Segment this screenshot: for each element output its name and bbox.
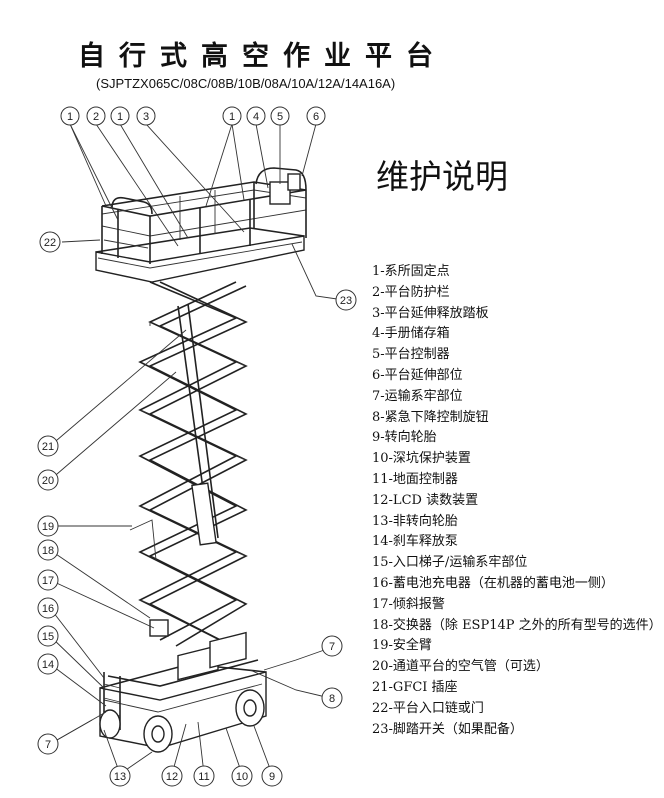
callout-label: 7 bbox=[329, 641, 335, 653]
callout-label: 9 bbox=[269, 771, 275, 783]
callout-label: 22 bbox=[44, 237, 56, 249]
callout-marker: 15 bbox=[37, 625, 59, 647]
callout-marker: 1 bbox=[60, 106, 80, 126]
legend-item: 23-脚踏开关（如果配备） bbox=[372, 721, 523, 737]
callout-label: 8 bbox=[329, 693, 335, 705]
legend-item: 21-GFCI 插座 bbox=[372, 679, 458, 695]
legend-item: 18-交换器（除 ESP14P 之外的所有型号的选件） bbox=[372, 617, 662, 633]
callout-label: 14 bbox=[42, 659, 54, 671]
callout-label: 23 bbox=[340, 295, 352, 307]
callout-marker: 1 bbox=[110, 106, 130, 126]
callout-marker: 16 bbox=[37, 597, 59, 619]
callout-label: 5 bbox=[277, 111, 283, 123]
callout-marker: 9 bbox=[261, 765, 283, 787]
callout-label: 18 bbox=[42, 545, 54, 557]
callout-label: 13 bbox=[114, 771, 126, 783]
callout-marker: 7 bbox=[37, 733, 59, 755]
legend-item: 3-平台延伸释放踏板 bbox=[372, 305, 489, 321]
legend-item: 6-平台延伸部位 bbox=[372, 367, 463, 383]
legend-item: 9-转向轮胎 bbox=[372, 430, 437, 446]
callout-label: 21 bbox=[42, 441, 54, 453]
callout-marker: 19 bbox=[37, 515, 59, 537]
callout-marker: 13 bbox=[109, 765, 131, 787]
legend-item: 16-蓄电池充电器（在机器的蓄电池一侧） bbox=[372, 575, 614, 591]
callout-label: 17 bbox=[42, 575, 54, 587]
callout-marker: 10 bbox=[231, 765, 253, 787]
callout-markers: 1 2 1 3 1 4 5 6 22 23 21 20 19 18 17 16 … bbox=[37, 106, 357, 787]
callout-marker: 20 bbox=[37, 469, 59, 491]
legend-item: 11-地面控制器 bbox=[372, 471, 458, 487]
legend-item: 5-平台控制器 bbox=[372, 347, 450, 363]
callout-label: 20 bbox=[42, 475, 54, 487]
legend-item: 1-系所固定点 bbox=[372, 264, 450, 279]
callout-marker: 5 bbox=[270, 106, 290, 126]
legend-item: 2-平台防护栏 bbox=[372, 284, 450, 300]
callout-label: 4 bbox=[253, 111, 259, 123]
legend-item: 12-LCD 读数装置 bbox=[372, 492, 479, 508]
callout-label: 3 bbox=[143, 111, 149, 123]
legend-item: 4-手册储存箱 bbox=[372, 326, 450, 342]
model-list: (SJPTZX065C/08C/08B/10B/08A/10A/12A/14A1… bbox=[96, 76, 396, 91]
legend-item: 15-入口梯子/运输系牢部位 bbox=[372, 555, 528, 571]
callout-marker: 21 bbox=[37, 435, 59, 457]
callout-label: 7 bbox=[45, 739, 51, 751]
callout-marker: 23 bbox=[335, 289, 357, 311]
callout-label: 2 bbox=[93, 111, 99, 123]
callout-marker: 8 bbox=[321, 687, 343, 709]
legend-item: 10-深坑保护装置 bbox=[372, 451, 471, 467]
callout-label: 16 bbox=[42, 603, 54, 615]
scissor-lift-illustration bbox=[95, 167, 307, 753]
callout-marker: 7 bbox=[321, 635, 343, 657]
callout-marker: 3 bbox=[136, 106, 156, 126]
callout-label: 19 bbox=[42, 521, 54, 533]
legend-item: 8-紧急下降控制旋钮 bbox=[372, 409, 489, 425]
callout-label: 10 bbox=[236, 771, 248, 783]
callout-label: 1 bbox=[229, 111, 235, 123]
parts-legend: 1-系所固定点 2-平台防护栏 3-平台延伸释放踏板 4-手册储存箱 5-平台控… bbox=[372, 262, 662, 740]
legend-item: 17-倾斜报警 bbox=[372, 596, 445, 612]
legend-item: 7-运输系牢部位 bbox=[372, 388, 463, 404]
callout-marker: 12 bbox=[161, 765, 183, 787]
legend-item: 19-安全臂 bbox=[372, 638, 432, 654]
callout-marker: 22 bbox=[39, 231, 61, 253]
callout-marker: 17 bbox=[37, 569, 59, 591]
section-heading: 维护说明 bbox=[376, 157, 508, 196]
callout-marker: 14 bbox=[37, 653, 59, 675]
callout-label: 1 bbox=[67, 111, 73, 123]
legend-item: 22-平台入口链或门 bbox=[372, 700, 484, 716]
callout-marker: 1 bbox=[222, 106, 242, 126]
callout-label: 15 bbox=[42, 631, 54, 643]
callout-marker: 11 bbox=[193, 765, 215, 787]
callout-marker: 2 bbox=[86, 106, 106, 126]
legend-item: 13-非转向轮胎 bbox=[372, 513, 458, 529]
callout-label: 12 bbox=[166, 771, 178, 783]
legend-item: 14-刹车释放泵 bbox=[372, 534, 458, 550]
document-title: 自行式高空作业平台 bbox=[78, 41, 447, 72]
callout-label: 11 bbox=[198, 771, 209, 783]
callout-label: 6 bbox=[313, 111, 319, 123]
callout-marker: 4 bbox=[246, 106, 266, 126]
legend-item: 20-通道平台的空气管（可选） bbox=[372, 659, 549, 675]
callout-label: 1 bbox=[117, 111, 123, 123]
callout-marker: 6 bbox=[306, 106, 326, 126]
callout-marker: 18 bbox=[37, 539, 59, 561]
